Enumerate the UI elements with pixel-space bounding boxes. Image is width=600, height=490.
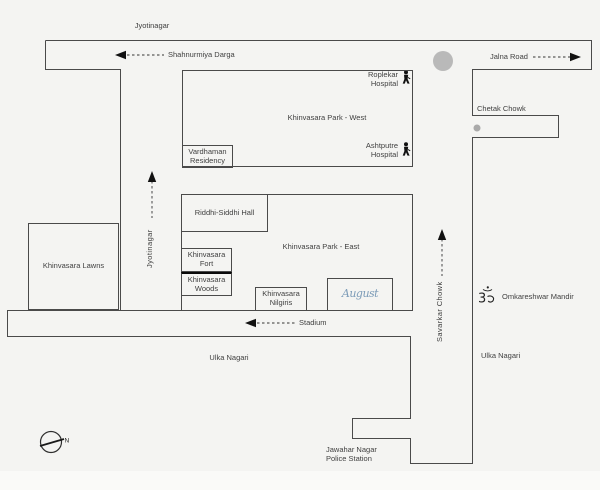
park-east-label: Khinvasara Park - East [282, 242, 360, 251]
roplekar-hospital-icon [402, 70, 411, 84]
jyotinagar-street-arrow [147, 171, 157, 218]
bottom-margin-strip [0, 471, 600, 490]
chetak-chowk-dot [473, 124, 481, 132]
fort-label: Khinvasara Fort [187, 250, 226, 268]
chetak-chowk-label: Chetak Chowk [477, 104, 526, 113]
jawahar-police-label: Jawahar Nagar Police Station [326, 445, 377, 463]
hall-label: Riddhi-Siddhi Hall [194, 207, 255, 217]
park-west-label: Khinvasara Park - West [287, 113, 367, 122]
jyotinagar-street-label: Jyotinagar [145, 229, 154, 268]
vardhaman-residency: Vardhaman Residency [182, 145, 233, 168]
august-logo: August [341, 287, 379, 301]
khinvasara-fort: Khinvasara Fort [181, 248, 232, 272]
ulka-nagari-left-label: Ulka Nagari [209, 353, 249, 362]
shahnurmiya-darga-label: Shahnurmiya Darga [168, 50, 235, 59]
ulka-nagari-right-label: Ulka Nagari [481, 351, 521, 360]
park-west-area [182, 70, 413, 167]
nilgiris-label: Khinvasara Nilgiris [262, 289, 300, 307]
compass: N [39, 430, 70, 454]
stadium-arrow [245, 318, 296, 328]
khinvasara-woods: Khinvasara Woods [181, 272, 232, 296]
savarkar-chowk-roundabout [433, 51, 453, 71]
road-outline-left [45, 40, 121, 311]
khinvasara-nilgiris: Khinvasara Nilgiris [255, 287, 307, 311]
savarkar-chowk-label: Savarkar Chowk [435, 281, 444, 342]
ashtputre-hospital-label: Ashtputre Hospital [365, 141, 398, 159]
jyotinagar-top-label: Jyotinagar [134, 21, 170, 30]
om-icon: 3 [478, 286, 495, 307]
shahnurmiya-arrow [115, 50, 164, 60]
omkareshwar-mandir-label: Omkareshwar Mandir [502, 292, 574, 301]
woods-label: Khinvasara Woods [187, 274, 226, 293]
roplekar-hospital-label: Roplekar Hospital [367, 70, 398, 88]
road-outline-main [7, 40, 592, 464]
compass-north-label: N [65, 438, 70, 445]
savarkar-chowk-arrow [437, 229, 447, 276]
lawns-area: Khinvasara Lawns [28, 223, 119, 310]
riddhi-siddhi-hall: Riddhi-Siddhi Hall [181, 194, 268, 232]
lawns-label: Khinvasara Lawns [42, 261, 105, 271]
jalna-road-label: Jalna Road [490, 52, 528, 61]
stadium-label: Stadium [299, 318, 327, 327]
august-project-box: August [327, 278, 393, 311]
ashtputre-hospital-icon [402, 142, 411, 156]
jalna-road-arrow [533, 52, 581, 62]
svg-text:3: 3 [478, 292, 486, 307]
vardhaman-label: Vardhaman Residency [188, 146, 227, 165]
